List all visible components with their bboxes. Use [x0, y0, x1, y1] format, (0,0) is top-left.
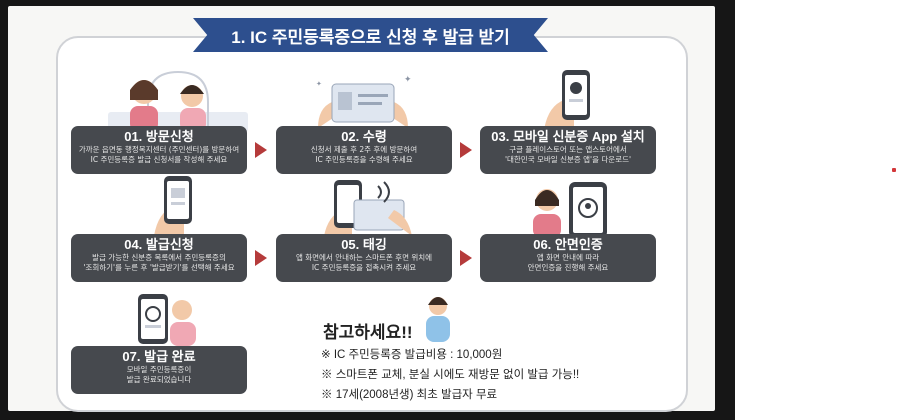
step-title: 수령	[362, 129, 387, 144]
id-card-icon: ✦ ✦	[316, 75, 412, 128]
step-desc-line: 신청서 제출 후 2주 후에 방문하여	[310, 145, 418, 154]
person-icon	[426, 297, 450, 342]
step-desc-line: IC 주민등록증을 접촉시켜 주세요	[311, 263, 417, 272]
step-desc-line: 가까운 읍면동 행정복지센터 (주민센터)를 방문하여	[78, 145, 240, 154]
step-desc-line: 앱 화면에서 안내하는 스마트폰 후면 위치에	[295, 253, 433, 262]
completed-icon	[138, 294, 196, 346]
step-number: 06.	[533, 237, 552, 252]
step-title: 태깅	[362, 237, 387, 252]
step-desc-line: 모바일 주민등록증이	[126, 365, 192, 374]
arrow-right-icon	[255, 142, 267, 158]
step-desc-line: 구글 플레이스토어 또는 앱스토어에서	[509, 145, 627, 154]
phone-app-icon	[544, 70, 590, 130]
step-number: 07.	[122, 349, 141, 364]
note-item: ※ 스마트폰 교체, 분실 시에도 재방문 없이 발급 가능!!	[321, 369, 580, 381]
notes-title: 참고하세요!!	[323, 323, 413, 342]
note-item: ※ IC 주민등록증 발급비용 : 10,000원	[321, 349, 503, 361]
step-title: 안면인증	[554, 237, 603, 252]
nfc-tag-icon	[324, 180, 412, 236]
step-card-1: 01. 방문신청 가까운 읍면동 행정복지센터 (주민센터)를 방문하여 IC …	[71, 126, 247, 174]
step-number: 02.	[341, 129, 360, 144]
step-desc-line: 앱 화면 안내에 따라	[536, 253, 600, 262]
step-card-2: 02. 수령 신청서 제출 후 2주 후에 방문하여 IC 주민등록증을 수령해…	[276, 126, 452, 174]
step-title: 모바일 신분증 App 설치	[512, 129, 645, 144]
note-item: ※ 17세(2008년생) 최초 발급자 무료	[321, 389, 498, 401]
red-mark	[892, 168, 896, 172]
arrow-right-icon	[255, 250, 267, 266]
arrow-right-icon	[460, 250, 472, 266]
step-title: 발급신청	[145, 237, 194, 252]
step-card-6: 06. 안면인증 앱 화면 안내에 따라 안면인증을 진행해 주세요	[480, 234, 656, 282]
step-card-7: 07. 발급 완료 모바일 주민등록증이 발급 완료되었습니다	[71, 346, 247, 394]
face-auth-icon	[533, 182, 607, 238]
step-desc-line: 발급 가능한 신분증 목록에서 주민등록증의	[92, 253, 226, 262]
step-title: 방문신청	[145, 129, 194, 144]
step-card-5: 05. 태깅 앱 화면에서 안내하는 스마트폰 후면 위치에 IC 주민등록증을…	[276, 234, 452, 282]
step-number: 05.	[341, 237, 360, 252]
arrow-right-icon	[460, 142, 472, 158]
step-desc-line: '조회하기'를 누른 후 '발급받기'를 선택해 주세요	[83, 263, 235, 272]
step-number: 04.	[124, 237, 143, 252]
step-desc-line: 발급 완료되었습니다	[126, 375, 192, 384]
visit-office-icon	[108, 70, 248, 132]
step-desc-line: '대한민국 모바일 신분증 앱'을 다운로드'	[504, 155, 632, 164]
step-card-3: 03. 모바일 신분증 App 설치 구글 플레이스토어 또는 앱스토어에서 '…	[480, 126, 656, 174]
step-number: 01.	[124, 129, 143, 144]
step-title: 발급 완료	[144, 349, 196, 364]
svg-text:✦: ✦	[316, 80, 322, 88]
phone-tap-icon	[154, 176, 192, 236]
svg-text:✦: ✦	[404, 75, 412, 85]
infographic-poster: 1. IC 주민등록증으로 신청 후 발급 받기 01. 방문신청 가까운 읍면…	[8, 6, 715, 412]
step-card-4: 04. 발급신청 발급 가능한 신분증 목록에서 주민등록증의 '조회하기'를 …	[71, 234, 247, 282]
page-title: 1. IC 주민등록증으로 신청 후 발급 받기	[193, 18, 548, 52]
step-desc-line: IC 주민등록증을 수령해 주세요	[315, 155, 413, 164]
step-desc-line: 안면인증을 진행해 주세요	[527, 263, 609, 272]
step-desc-line: IC 주민등록증 발급 신청서를 작성해 주세요	[90, 155, 228, 164]
step-number: 03.	[491, 129, 510, 144]
